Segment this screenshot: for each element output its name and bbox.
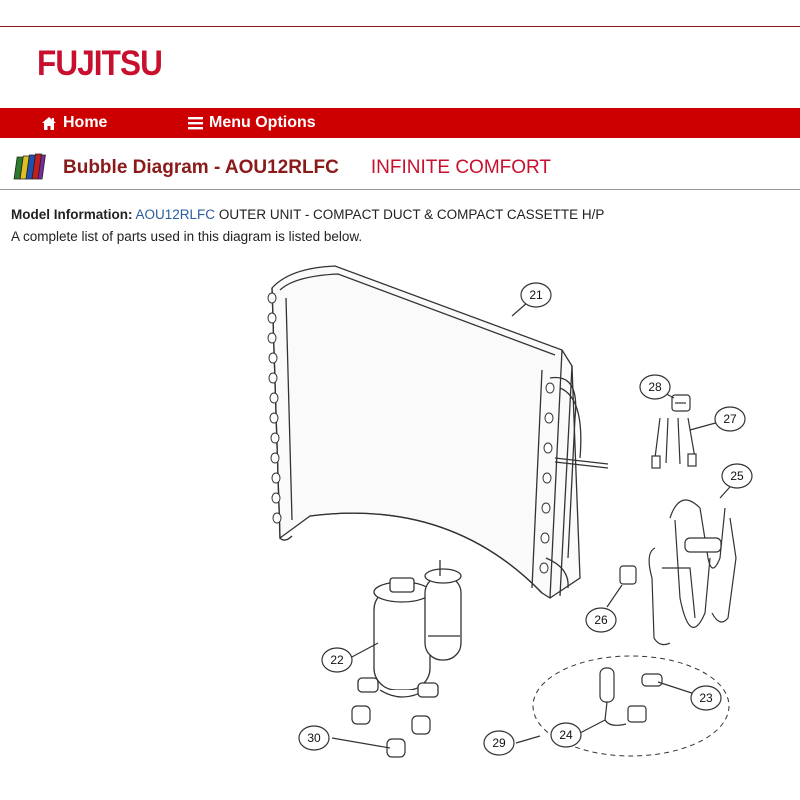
reversing-valve	[651, 394, 697, 469]
fujitsu-logo[interactable]: FUJITSU	[37, 44, 163, 83]
nav-home-label: Home	[63, 114, 108, 131]
bubble-27-label: 27	[723, 412, 737, 426]
bubble-30-label: 30	[307, 731, 321, 745]
bubble-21-label: 21	[529, 288, 543, 302]
top-rule	[0, 26, 800, 27]
bubble-22[interactable]	[321, 647, 353, 673]
bubble-29[interactable]	[483, 730, 515, 756]
accessory-group-outline	[532, 655, 730, 757]
header-divider	[0, 189, 800, 190]
bubble-24[interactable]	[550, 722, 582, 748]
bubble-26[interactable]	[585, 607, 617, 633]
coil-sensor	[619, 565, 637, 585]
books-icon	[12, 151, 46, 186]
rubber-bushings	[351, 705, 431, 758]
nav-bar: Home Menu Options	[0, 108, 800, 138]
bubble-27[interactable]	[714, 406, 746, 432]
bubble-26-label: 26	[594, 613, 608, 627]
nav-home-link[interactable]: Home	[41, 108, 107, 138]
bubble-21[interactable]	[520, 282, 552, 308]
bubble-28-label: 28	[648, 380, 662, 394]
model-link[interactable]: AOU12RLFC	[135, 207, 216, 222]
page-title: Bubble Diagram - AOU12RLFC	[63, 157, 339, 178]
bubble-23[interactable]	[690, 685, 722, 711]
hamburger-icon	[188, 116, 203, 130]
bubble-30[interactable]	[298, 725, 330, 751]
bubble-24-label: 24	[559, 728, 573, 742]
model-description: OUTER UNIT - COMPACT DUCT & COMPACT CASS…	[218, 207, 605, 222]
condenser-coil	[271, 265, 609, 599]
coil-fins	[267, 292, 555, 574]
bubble-22-label: 22	[330, 653, 344, 667]
bubble-29-label: 29	[492, 736, 506, 750]
tagline: INFINITE COMFORT	[370, 157, 552, 178]
compressor	[357, 560, 462, 698]
four-way-valve-assembly	[648, 499, 737, 646]
bubble-28[interactable]	[639, 374, 671, 400]
bubble-diagram[interactable]: 21 28 27 25 26 22 23 24 29 30	[250, 258, 800, 800]
home-icon	[41, 116, 57, 131]
strainer-assembly	[599, 667, 663, 726]
parts-note: A complete list of parts used in this di…	[11, 229, 363, 244]
model-info: Model Information: AOU12RLFC OUTER UNIT …	[11, 204, 604, 248]
bubble-25[interactable]	[721, 463, 753, 489]
page-header: Bubble Diagram - AOU12RLFC INFINITE COMF…	[12, 150, 551, 186]
bubble-23-label: 23	[699, 691, 713, 705]
nav-menu-options[interactable]: Menu Options	[188, 108, 316, 138]
part-bubbles[interactable]	[298, 282, 753, 756]
nav-menu-label: Menu Options	[209, 114, 316, 131]
bubble-25-label: 25	[730, 469, 744, 483]
model-info-label: Model Information:	[11, 207, 133, 222]
